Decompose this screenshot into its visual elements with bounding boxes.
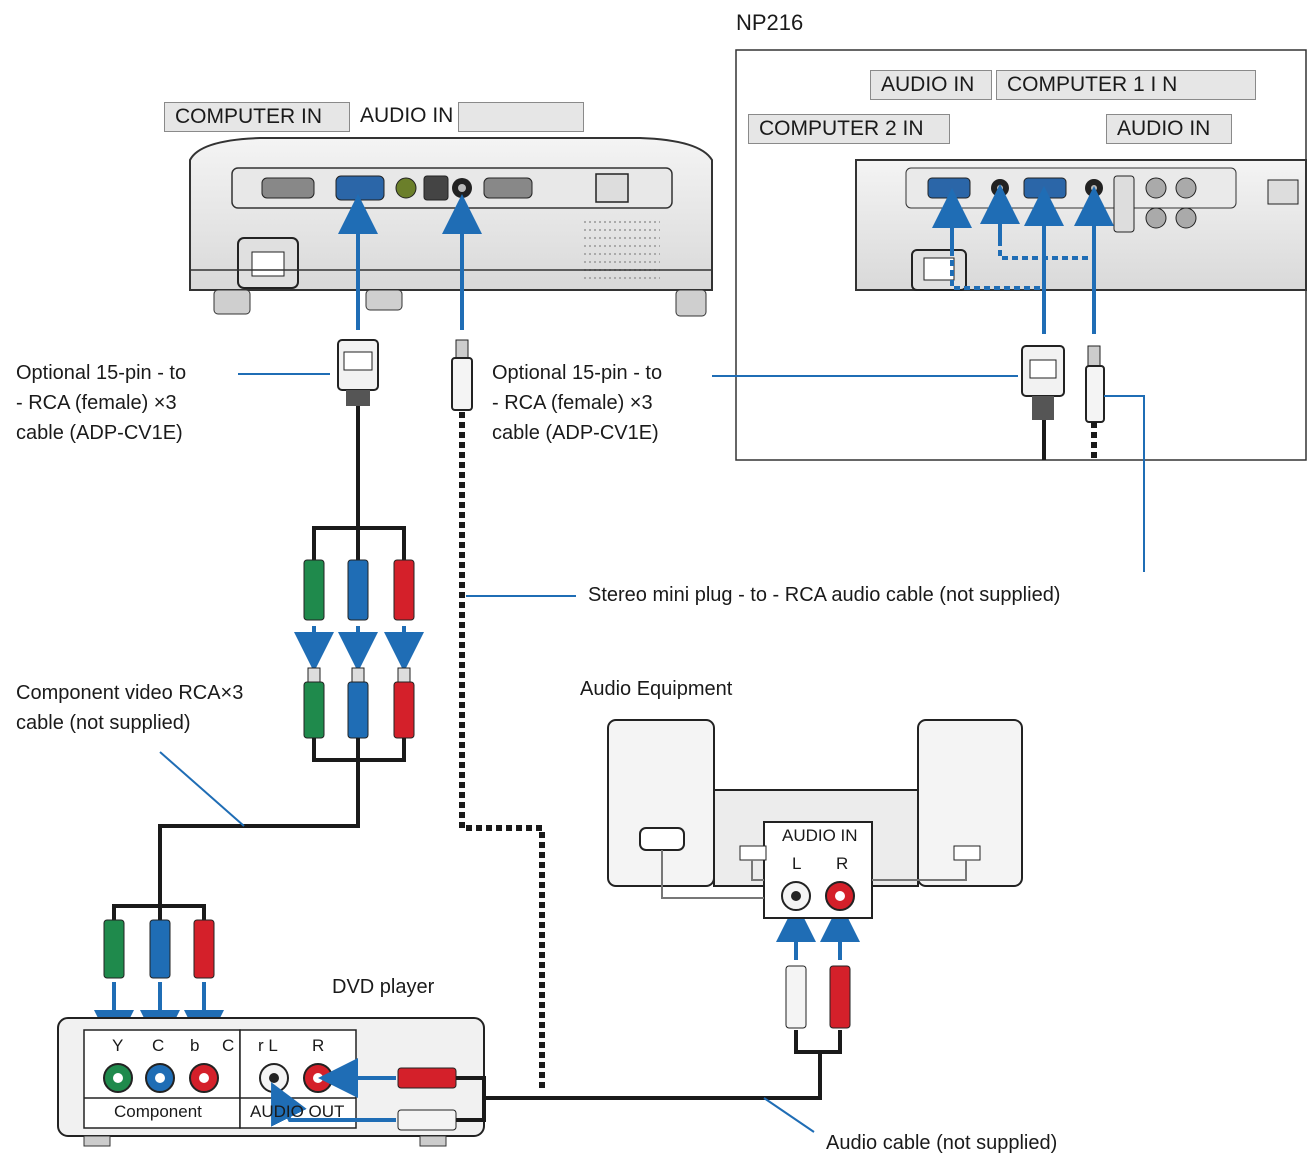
mini-plug-left [451, 339, 473, 411]
dvd-label-r: R [312, 1036, 325, 1055]
audio-equipment [607, 719, 1023, 919]
audio-equipment-panel-title: AUDIO IN [782, 826, 858, 845]
inset-label-audio-in-2: AUDIO IN [1106, 114, 1232, 144]
audio-equipment-right: R [836, 854, 849, 873]
dvd-label-y: Y [112, 1036, 124, 1055]
model-label: NP216 [736, 10, 804, 35]
inset-label-computer-1-in: COMPUTER 1 I N [996, 70, 1256, 100]
callout-audio-cable: Audio cable (not supplied) [826, 1132, 1058, 1154]
rca-trio-upper [303, 559, 415, 621]
dvd-label-audio-out: AUDIO OUT [250, 1102, 345, 1121]
dvd-label-rl: r L [258, 1036, 278, 1055]
rca-trio-dvd [103, 919, 215, 979]
dvd-label-cb: C [152, 1036, 165, 1055]
dvd-label-component: Component [114, 1102, 202, 1121]
callout-stereo-mini: Stereo mini plug - to - RCA audio cable … [588, 584, 1061, 606]
inset-projector [855, 159, 1307, 291]
callout-cable-right-2: - RCA (female) ×3 [492, 392, 653, 414]
main-projector [189, 137, 713, 317]
callout-cable-left-2: - RCA (female) ×3 [16, 392, 177, 414]
callout-cable-left-3: cable (ADP-CV1E) [16, 422, 183, 444]
label-computer-in: COMPUTER IN [164, 102, 350, 132]
vga-plug-left [337, 339, 379, 406]
rca-trio-lower [303, 667, 415, 739]
dvd-label-cr: C [222, 1036, 235, 1055]
audio-equipment-left: L [792, 854, 802, 873]
callout-cable-right-1: Optional 15-pin - to [492, 362, 663, 384]
label-empty-box [458, 102, 584, 132]
dvd-title: DVD player [332, 976, 435, 998]
audio-equipment-title: Audio Equipment [580, 678, 733, 700]
callout-cable-right-3: cable (ADP-CV1E) [492, 422, 659, 444]
dvd-label-b: b [190, 1036, 200, 1055]
label-audio-in-main: AUDIO IN [360, 104, 454, 127]
callout-cable-left-1: Optional 15-pin - to [16, 362, 187, 384]
inset-label-computer-2-in: COMPUTER 2 IN [748, 114, 950, 144]
inset-label-audio-in-1: AUDIO IN [870, 70, 992, 100]
callout-component-1: Component video RCA×3 [16, 682, 244, 704]
callout-component-2: cable (not supplied) [16, 712, 191, 734]
